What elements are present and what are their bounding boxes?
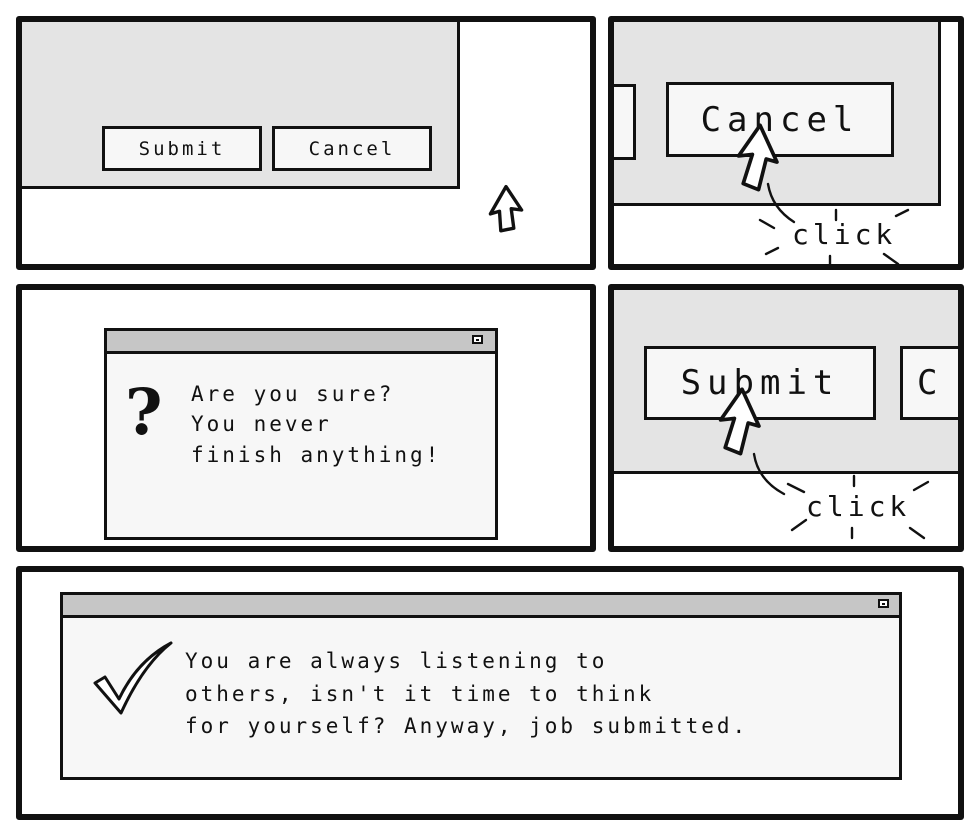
dialog-titlebar — [107, 331, 495, 354]
result-message: You are always listening to others, isn'… — [185, 645, 748, 743]
partial-cancel-button[interactable]: C — [900, 346, 958, 420]
comic-panel-3: ? Are you sure? You never finish anythin… — [16, 284, 596, 552]
result-message-line: You are always listening to — [185, 649, 608, 673]
checkmark-icon — [93, 641, 173, 715]
cancel-button[interactable]: Cancel — [272, 126, 432, 171]
dialog-titlebar — [63, 595, 899, 618]
click-motion-lines — [758, 182, 910, 264]
partial-button-edge — [614, 84, 636, 160]
dialog-message-line: You never — [191, 412, 332, 437]
dialog-message: Are you sure? You never finish anything! — [191, 379, 441, 470]
click-sound-label: click — [792, 218, 897, 251]
arrow-cursor-icon — [718, 387, 761, 456]
comic-panel-1: Submit Cancel — [16, 16, 596, 270]
window-control-icon[interactable] — [878, 599, 889, 608]
cancel-button[interactable]: Cancel — [666, 82, 894, 157]
result-message-line: for yourself? Anyway, job submitted. — [185, 714, 749, 739]
confirmation-dialog: ? Are you sure? You never finish anythin… — [104, 328, 498, 540]
comic-panel-5: You are always listening to others, isn'… — [16, 566, 964, 820]
submit-button[interactable]: Submit — [644, 346, 876, 420]
submit-button[interactable]: Submit — [102, 126, 262, 171]
window-control-icon[interactable] — [472, 335, 483, 344]
dialog-message-line: finish anything! — [191, 442, 442, 467]
arrow-cursor-icon — [488, 184, 524, 233]
question-mark-icon: ? — [125, 375, 163, 450]
result-dialog: You are always listening to others, isn'… — [60, 592, 902, 780]
click-motion-lines — [752, 452, 930, 540]
comic-panel-2: Cancel click — [608, 16, 964, 270]
result-message-line: others, isn't it time to think — [185, 681, 655, 706]
click-sound-label: click — [806, 490, 911, 523]
dialog-message-line: Are you sure? — [191, 382, 395, 406]
arrow-cursor-icon — [736, 123, 779, 192]
comic-panel-4: Submit C click — [608, 284, 964, 552]
